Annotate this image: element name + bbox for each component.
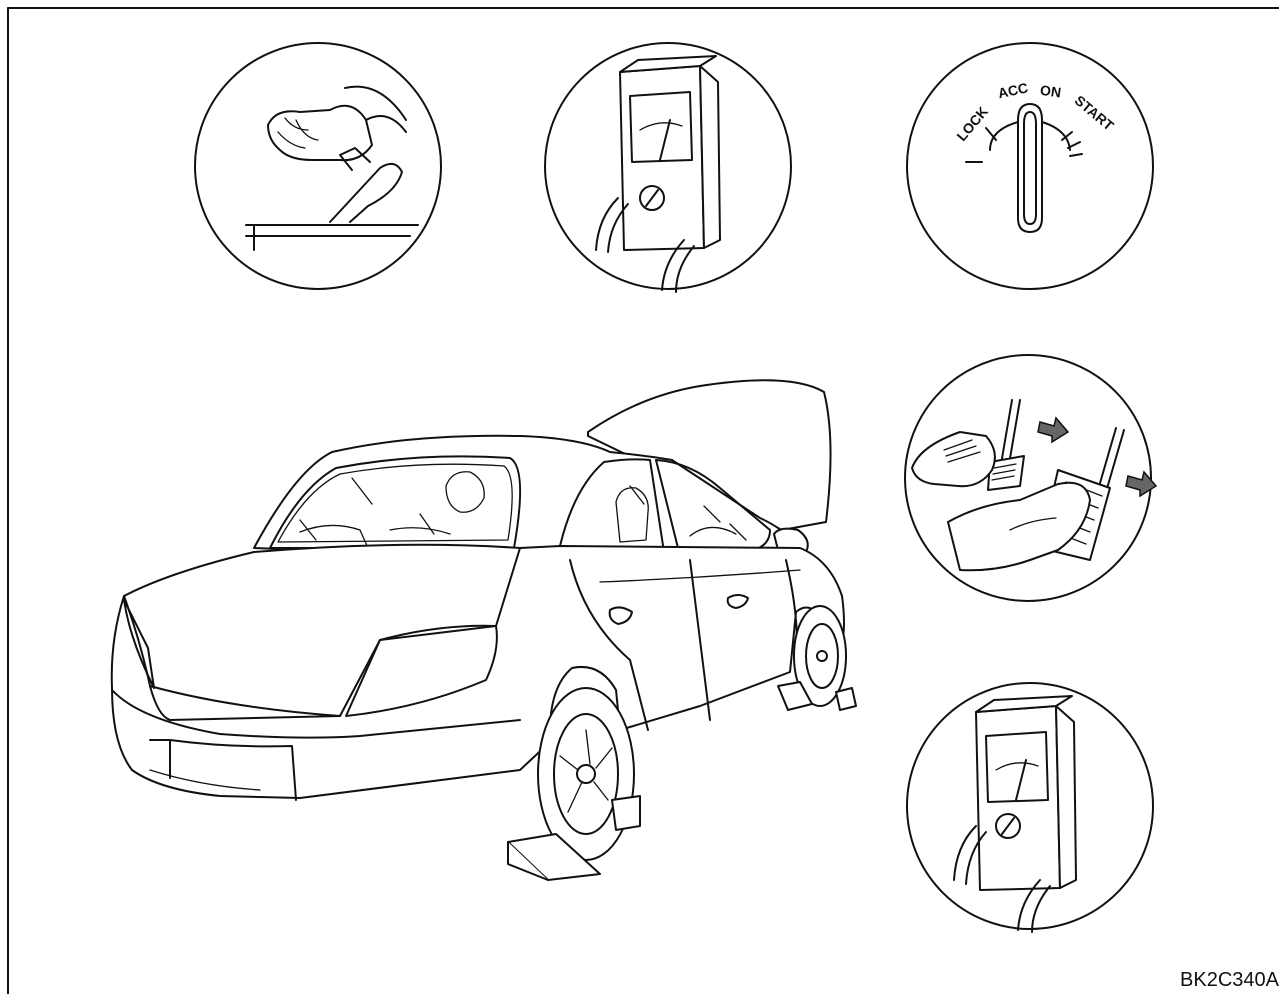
parking-brake-illustration <box>195 43 441 289</box>
on-label: ON <box>1039 82 1062 101</box>
acc-label: ACC <box>996 79 1029 101</box>
lock-label: LOCK <box>953 103 991 144</box>
start-label: START <box>1072 92 1118 134</box>
pedals-illustration <box>905 355 1156 601</box>
tester-bottom-illustration <box>907 683 1153 932</box>
tester-top-illustration <box>545 43 791 292</box>
arrow-icon <box>1038 418 1068 442</box>
car-illustration <box>112 380 856 880</box>
figure-code: BK2C340A <box>1180 969 1279 992</box>
ignition-switch-illustration: LOCK ACC ON START <box>907 43 1153 289</box>
